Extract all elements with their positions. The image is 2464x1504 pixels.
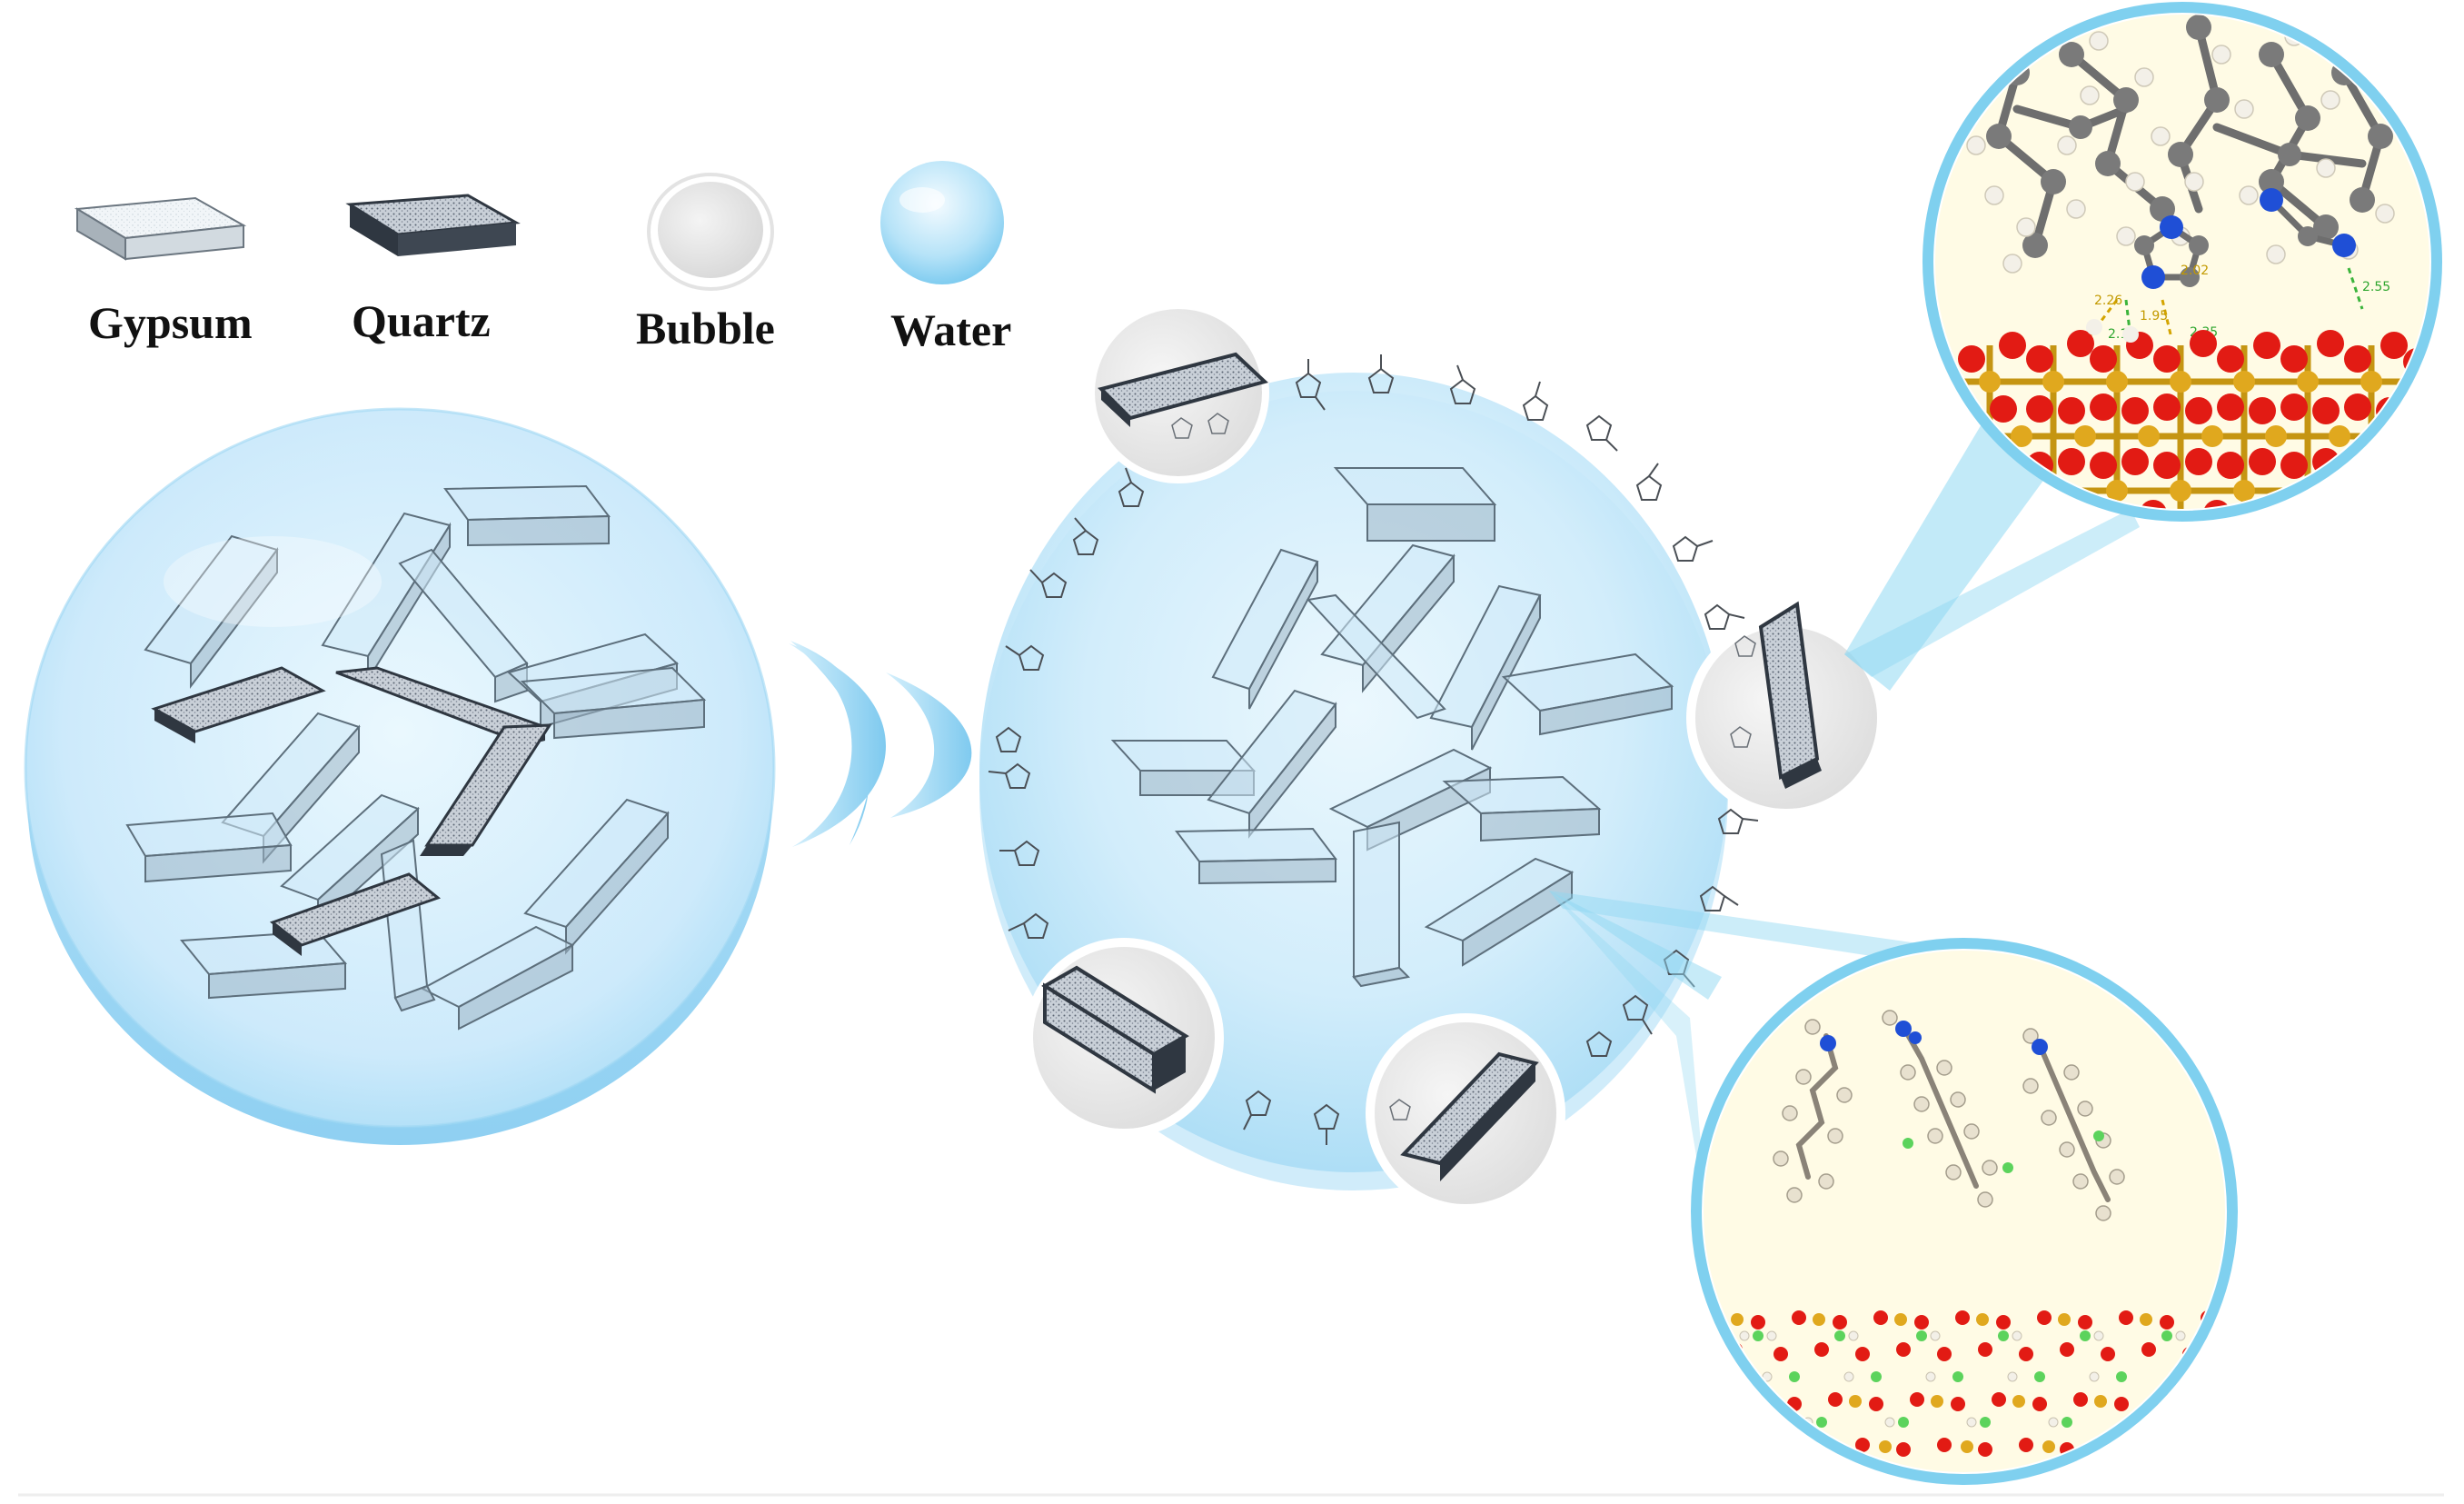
bubble-legend-icon <box>649 174 772 289</box>
process-arrow <box>789 641 971 850</box>
bond-label-yellow-3: 1.95 <box>2140 309 2168 324</box>
attached-quartz-bubble-4 <box>1366 1013 1565 1213</box>
zoom-inset-top: 2.26 2.02 1.95 2.10 2.35 2.55 <box>1926 0 2437 527</box>
bond-label-green-3: 2.55 <box>2362 280 2390 294</box>
legend-label-quartz: Quartz <box>352 295 491 346</box>
legend-label-gypsum: Gypsum <box>88 297 253 348</box>
legend: Gypsum Quartz Bubble Water <box>77 161 1011 355</box>
quartz-legend-icon <box>350 195 516 256</box>
bond-label-yellow-1: 2.26 <box>2094 294 2122 308</box>
water-legend-icon <box>880 161 1004 284</box>
legend-label-water: Water <box>890 304 1011 355</box>
attached-quartz-bubble-1 <box>1088 302 1269 483</box>
pulp-droplet <box>25 409 774 1145</box>
zoom-inset-bottom <box>1690 936 2244 1490</box>
attached-quartz-bubble-3 <box>1024 938 1224 1138</box>
legend-label-bubble: Bubble <box>636 303 775 354</box>
bond-label-yellow-2: 2.02 <box>2181 264 2209 278</box>
gypsum-legend-icon <box>77 198 243 259</box>
